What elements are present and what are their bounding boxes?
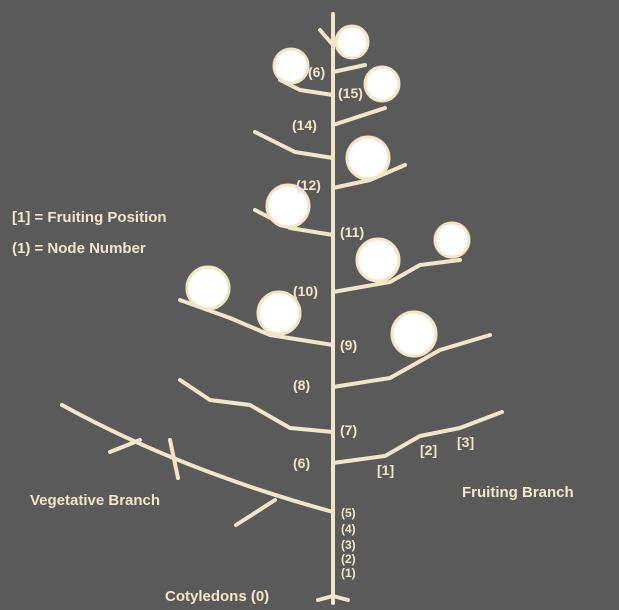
node-label-top: (6) — [308, 64, 325, 80]
legend-fruiting-position: [1] = Fruiting Position — [12, 209, 167, 226]
vegetative-branch-label: Vegetative Branch — [30, 492, 160, 509]
node-label-3: (3) — [341, 538, 356, 552]
node-label-10: (10) — [293, 283, 318, 299]
fruiting-position-1: [1] — [377, 462, 394, 478]
branch-node14 — [333, 108, 385, 125]
node-label-6: (6) — [293, 455, 310, 471]
legend-node-number: (1) = Node Number — [12, 240, 146, 257]
boll-icon — [435, 223, 469, 257]
cotyledon-left — [318, 596, 333, 600]
fruiting-position-3: [3] — [457, 434, 474, 450]
fruiting-branch-node6 — [333, 412, 502, 463]
vegetative-twig-3 — [236, 500, 275, 525]
boll-icon — [336, 26, 368, 58]
node-label-11: (11) — [340, 224, 364, 240]
node-label-1: (1) — [341, 566, 356, 580]
vegetative-twig-2 — [110, 440, 140, 452]
node-label-12: (12) — [296, 177, 321, 193]
boll-icon — [274, 49, 308, 83]
node-label-14: (14) — [292, 117, 317, 133]
node-label-9: (9) — [340, 337, 357, 353]
node-label-7: (7) — [340, 422, 357, 438]
boll-icon — [357, 239, 399, 281]
cotyledon-right — [333, 596, 348, 600]
cotyledons-label: Cotyledons (0) — [165, 588, 269, 605]
boll-icon — [365, 67, 399, 101]
node-label-5: (5) — [341, 506, 356, 520]
node-label-4: (4) — [341, 522, 356, 536]
boll-icon — [347, 137, 389, 179]
node-label-8: (8) — [293, 377, 310, 393]
node-label-15: (15) — [338, 85, 363, 101]
boll-icon — [392, 312, 436, 356]
boll-icon — [187, 267, 229, 309]
node-label-2: (2) — [341, 552, 356, 566]
branch-node12-left — [255, 132, 333, 158]
branch-top-right — [333, 65, 365, 72]
fruiting-branch-label: Fruiting Branch — [462, 484, 574, 501]
fruiting-position-2: [2] — [420, 442, 437, 458]
